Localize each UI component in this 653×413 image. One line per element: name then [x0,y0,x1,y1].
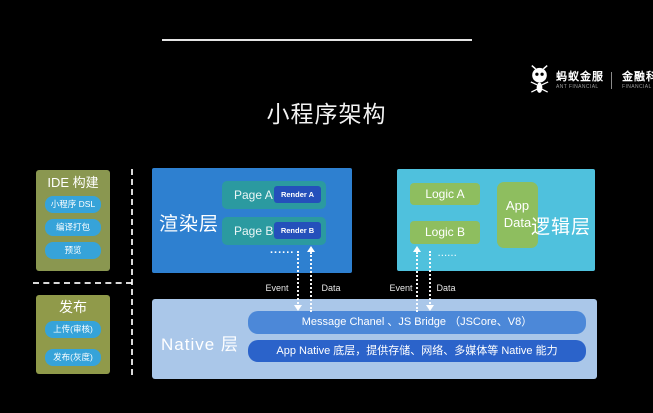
data-arrow-left-line [310,252,312,312]
page-title: 小程序架构 [266,101,387,127]
app-data-card: App Data [497,182,538,248]
native-layer-block: Native 层 Message Chanel 、JS Bridge （JSCo… [152,299,597,379]
native-layer-label: Native 层 [161,335,239,354]
publish-button-upload: 上传(审核) [45,321,101,338]
ide-button-compile: 编译打包 [45,219,101,236]
event-arrow-left-line [297,251,299,307]
divider-dashed-vertical [131,169,133,375]
ide-button-dsl: 小程序 DSL [45,196,101,213]
page-a-label: Page A [234,188,273,202]
render-a-button: Render A [274,186,321,203]
logic-layer-ellipsis: ...... [438,249,458,258]
data-arrow-left-head-icon [307,246,315,252]
data-label-left: Data [321,283,341,293]
division-name-en: FINANCIAL TECHNOLOGY [622,83,653,90]
render-layer-ellipsis: ...... [270,244,295,256]
logic-b-card: Logic B [410,221,480,244]
page-a-card: Page A Render A [222,181,326,209]
data-arrow-right-line [429,251,431,307]
render-layer-label: 渲染层 [159,214,220,235]
event-arrow-left-head-icon [294,305,302,311]
page-b-card: Page B Render B [222,217,326,245]
logic-layer-label: 逻辑层 [530,217,591,238]
publish-title: 发布 [59,299,87,315]
page-b-label: Page B [234,224,274,238]
publish-button-release: 发布(灰度) [45,349,101,366]
logo-divider [611,72,612,89]
render-b-button: Render B [274,222,321,239]
divider-dashed-horizontal [33,282,132,284]
logic-a-card: Logic A [410,183,480,205]
event-label-left: Event [265,283,289,293]
app-native-bar: App Native 底层，提供存储、网络、多媒体等 Native 能力 [248,340,586,362]
render-layer-block: 渲染层 Page A Render A Page B Render B ....… [152,168,352,273]
division-name-cn: 金融科技 [622,70,653,83]
event-arrow-right-line [416,252,418,312]
logic-layer-block: Logic A Logic B App Data 逻辑层 ...... [397,169,595,271]
event-arrow-right-head-icon [413,246,421,252]
message-channel-bar: Message Chanel 、JS Bridge （JSCore、V8） [248,311,586,334]
brand-logo: 蚂蚁金服 ANT FINANCIAL 金融科技 FINANCIAL TECHNO… [527,64,653,97]
event-label-right: Event [389,283,413,293]
ide-button-preview: 预览 [45,242,101,259]
data-arrow-right-head-icon [426,305,434,311]
brand-name-cn: 蚂蚁金服 [556,70,604,83]
ant-icon [527,64,552,97]
publish-block: 发布 上传(审核) 发布(灰度) [36,295,110,374]
brand-name-en: ANT FINANCIAL [556,83,599,90]
ide-build-block: IDE 构建 小程序 DSL 编译打包 预览 [36,170,110,271]
title-underline [162,39,472,41]
data-label-right: Data [436,283,456,293]
ide-build-title: IDE 构建 [47,175,99,190]
